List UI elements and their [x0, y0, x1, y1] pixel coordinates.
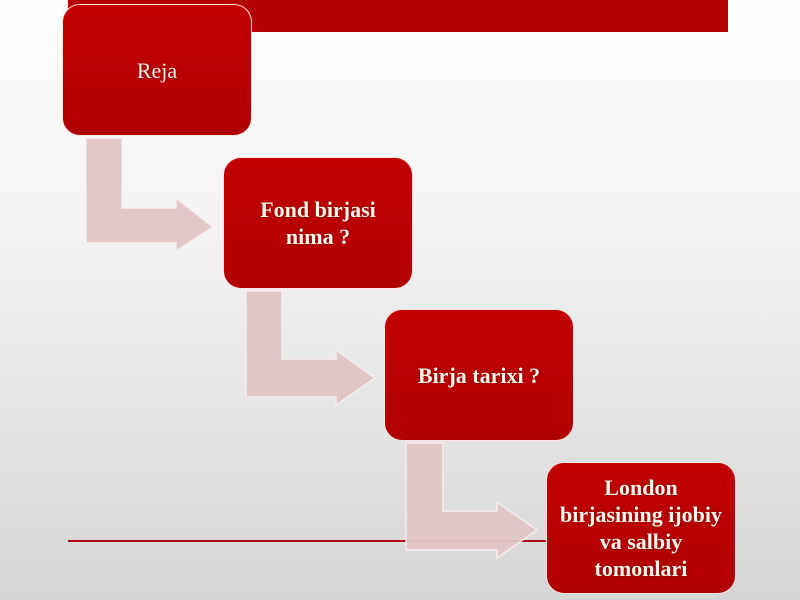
step-box-birja-tarixi: Birja tarixi ? [384, 309, 574, 441]
step-box-reja: Reja [62, 4, 252, 136]
step-label: London birjasining ijobiy va salbiy tomo… [560, 475, 722, 581]
step-label: Fond birjasi nima ? [260, 197, 376, 249]
step-label: Reja [136, 57, 178, 83]
bent-arrow-icon-2 [245, 290, 377, 407]
bottom-decorative-line [68, 540, 548, 542]
bent-arrow-icon-1 [85, 137, 215, 253]
bent-arrow-icon-3 [405, 442, 539, 560]
step-box-fond-birjasi: Fond birjasi nima ? [223, 157, 413, 289]
step-label: Birja tarixi ? [417, 362, 541, 388]
step-box-london-birjasi: London birjasining ijobiy va salbiy tomo… [546, 462, 736, 594]
